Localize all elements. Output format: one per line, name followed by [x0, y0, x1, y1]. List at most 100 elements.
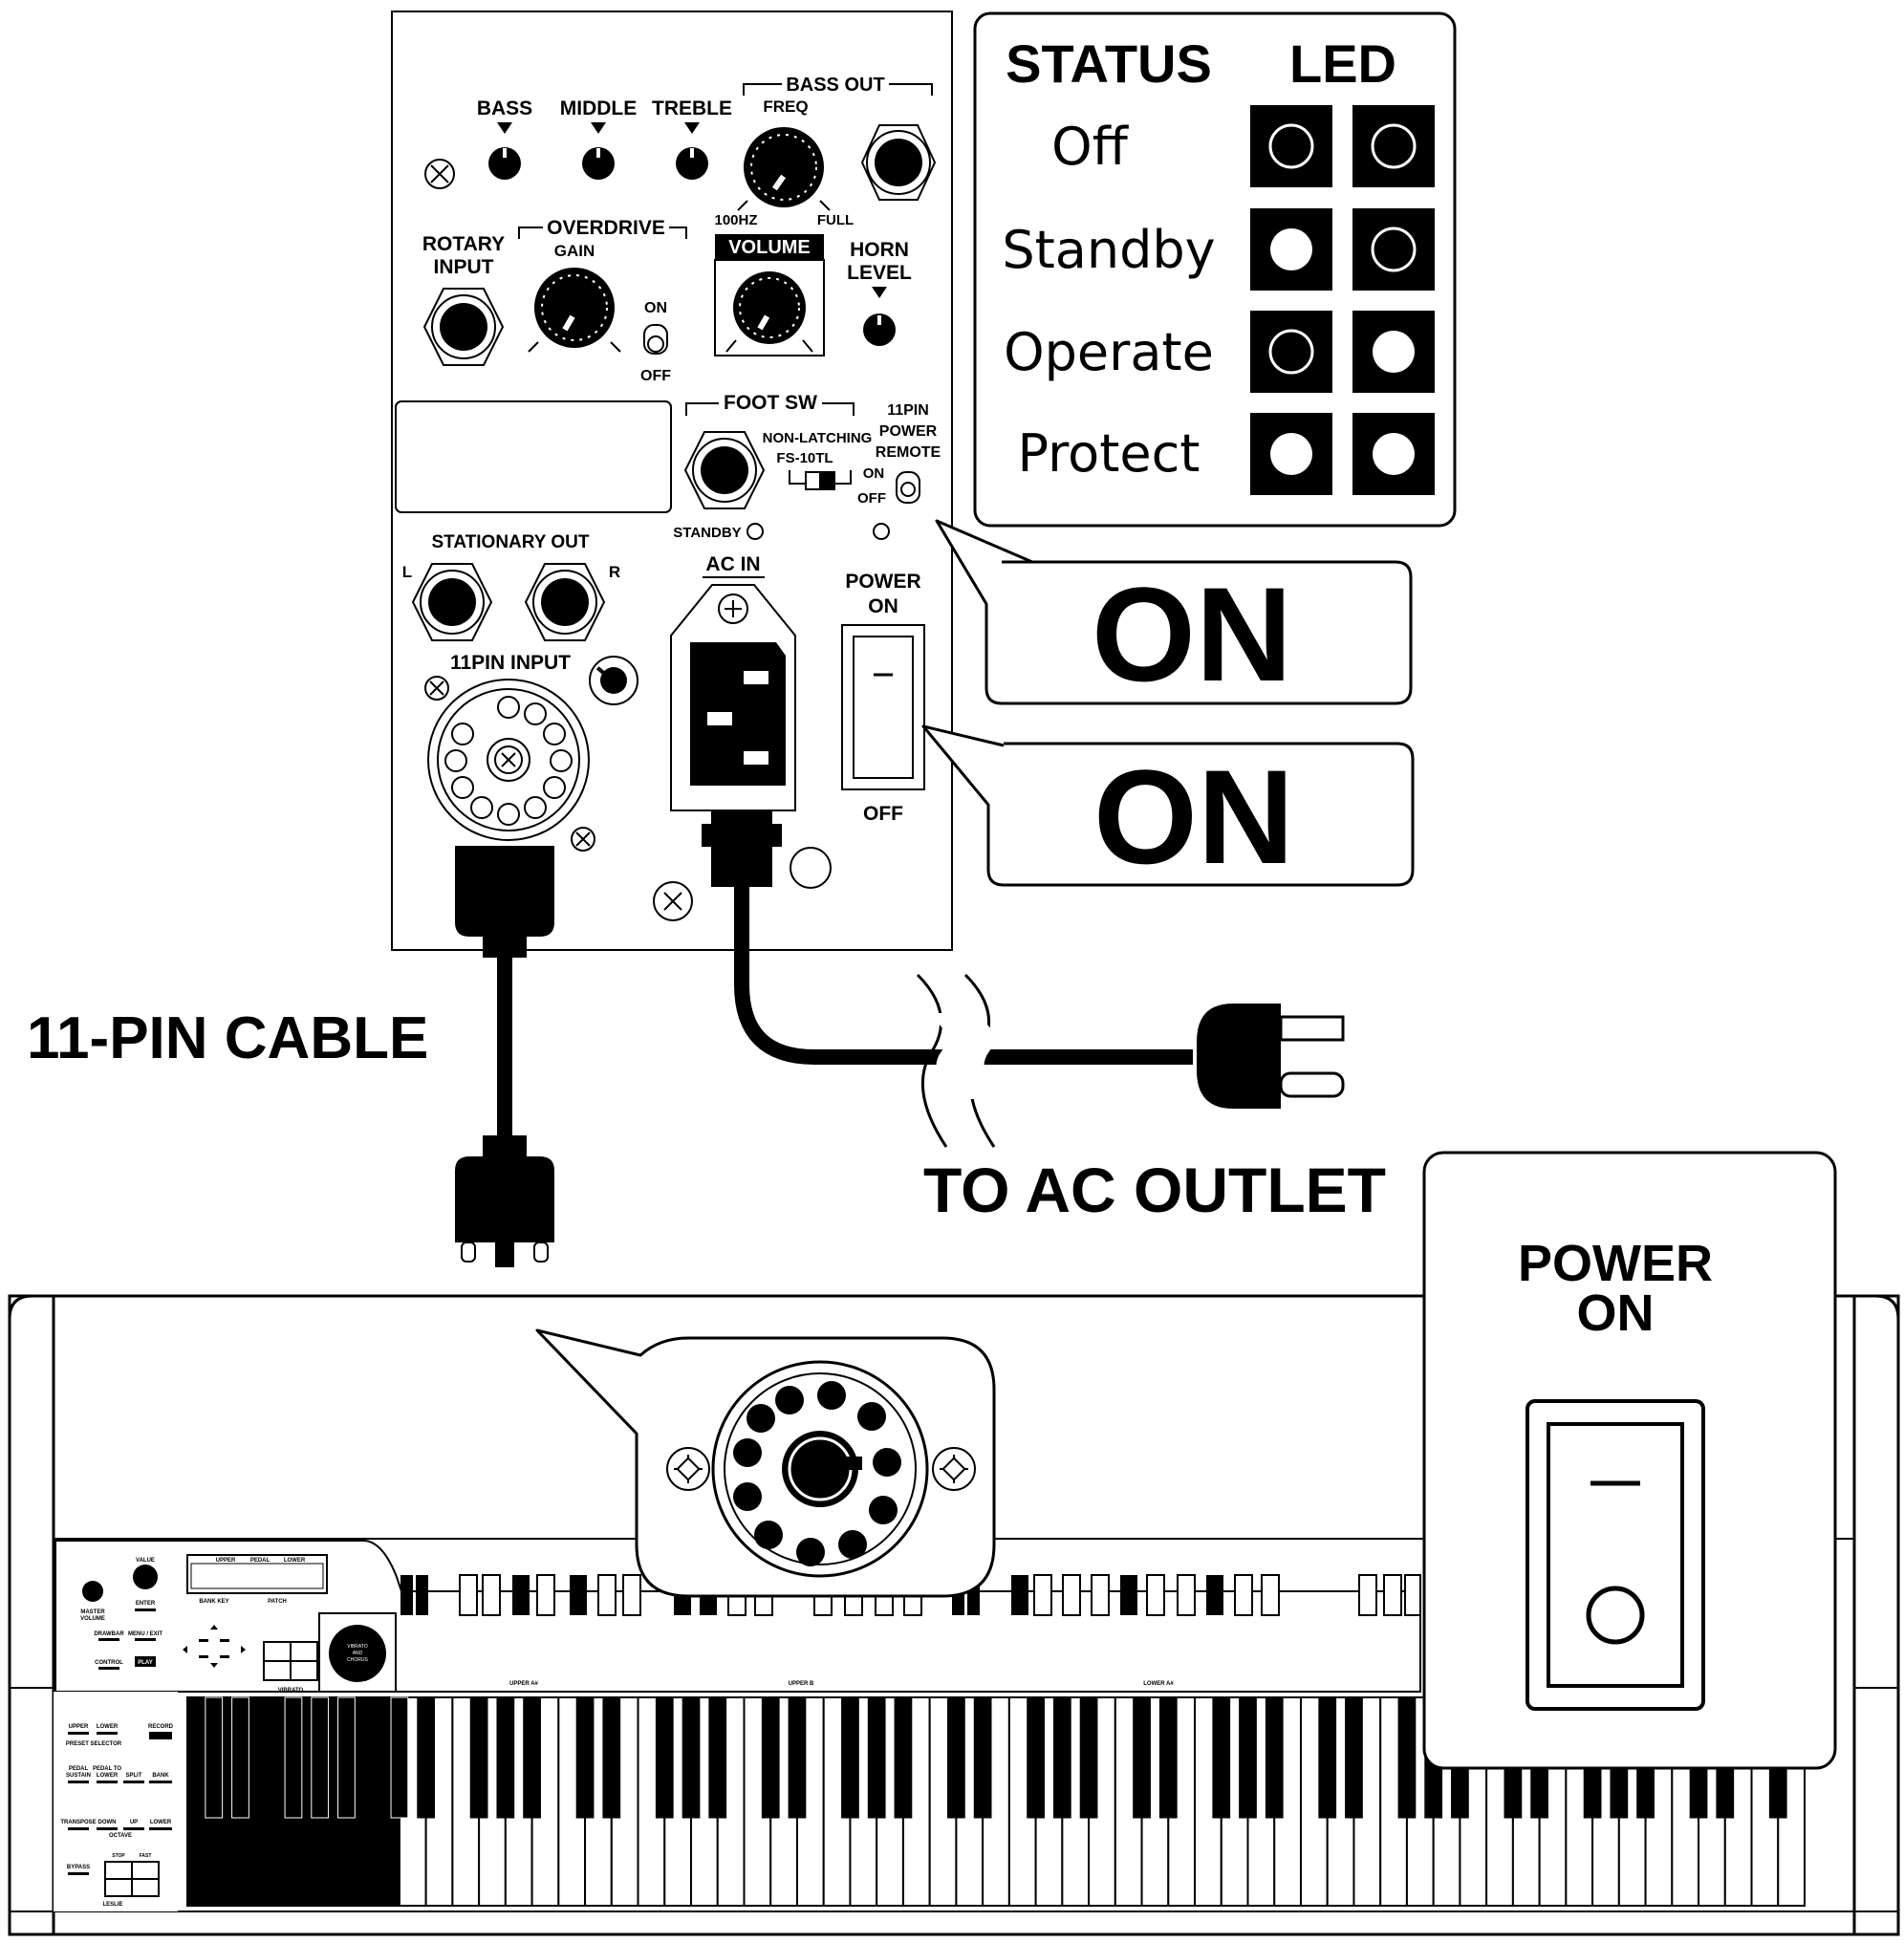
horn-level-knob[interactable]	[863, 313, 896, 346]
black-key[interactable]	[708, 1696, 727, 1819]
middle-label: MIDDLE	[560, 97, 638, 119]
black-key[interactable]	[867, 1696, 886, 1819]
led-header: LED	[1289, 33, 1396, 94]
status-led-table: STATUS LED Off Standby Operate Protect	[973, 11, 1457, 528]
black-key[interactable]	[1158, 1696, 1178, 1819]
black-key[interactable]	[231, 1696, 249, 1819]
black-key[interactable]	[1265, 1696, 1284, 1819]
svg-text:DRAWBAR: DRAWBAR	[94, 1631, 124, 1637]
ac-power-cord	[702, 810, 1345, 1148]
svg-text:LOWER: LOWER	[97, 1724, 119, 1730]
ac-outlet-label: TO AC OUTLET	[923, 1155, 1386, 1225]
bass-out-jack[interactable]	[860, 124, 937, 201]
stationary-out-left-label: L	[402, 563, 412, 581]
black-key[interactable]	[1027, 1696, 1045, 1819]
screw-icon	[653, 881, 693, 921]
svg-text:BANK: BANK	[152, 1773, 169, 1779]
black-key[interactable]	[682, 1696, 701, 1819]
pin11-input-socket[interactable]	[427, 679, 590, 841]
svg-text:PLAY: PLAY	[138, 1660, 152, 1666]
black-key[interactable]	[1079, 1696, 1098, 1819]
status-label-standby: Standby	[1002, 220, 1215, 280]
black-key[interactable]	[1212, 1696, 1231, 1819]
black-key[interactable]	[523, 1696, 541, 1819]
keyboard-power-label-line2: ON	[1577, 1285, 1655, 1342]
black-key[interactable]	[469, 1696, 488, 1819]
pin11-cable-label: 11-PIN CABLE	[27, 1005, 428, 1071]
screw-icon	[932, 1447, 976, 1491]
stationary-out-right-jack[interactable]	[524, 563, 606, 641]
led-operate-2	[1352, 311, 1435, 393]
foot-sw-jack[interactable]	[683, 431, 766, 509]
black-key[interactable]	[1052, 1696, 1071, 1819]
svg-text:MASTER: MASTER	[80, 1609, 105, 1615]
black-key[interactable]	[655, 1696, 674, 1819]
stationary-out-left-jack[interactable]	[411, 563, 493, 641]
power-switch[interactable]	[841, 624, 925, 790]
power-on-label-line1: POWER	[845, 571, 920, 593]
rotary-input-label-line1: ROTARY	[422, 233, 505, 255]
svg-text:CONTROL: CONTROL	[95, 1660, 123, 1666]
foot-sw-type-switch[interactable]	[805, 471, 835, 490]
treble-knob[interactable]	[676, 147, 708, 180]
drawbar-set	[400, 1574, 1421, 1616]
black-key[interactable]	[602, 1696, 621, 1819]
middle-knob[interactable]	[582, 147, 615, 180]
bass-knob[interactable]	[488, 147, 521, 180]
black-key[interactable]	[496, 1696, 515, 1819]
black-key[interactable]	[311, 1696, 330, 1819]
svg-text:PEDAL: PEDAL	[69, 1766, 89, 1772]
keyboard-power-switch[interactable]	[1525, 1399, 1705, 1711]
ac-in-socket[interactable]	[670, 584, 796, 811]
black-key[interactable]	[1397, 1696, 1417, 1819]
black-key[interactable]	[1239, 1696, 1257, 1819]
black-key[interactable]	[1345, 1696, 1363, 1819]
keyboard-keys	[186, 1696, 1807, 1907]
black-key[interactable]	[973, 1696, 992, 1819]
black-key[interactable]	[947, 1696, 965, 1819]
black-key[interactable]	[337, 1696, 356, 1819]
ac-in-label: AC IN	[705, 553, 760, 575]
black-key[interactable]	[1318, 1696, 1337, 1819]
black-key[interactable]	[788, 1696, 807, 1819]
black-key[interactable]	[841, 1696, 859, 1819]
screw-icon	[666, 1447, 710, 1491]
svg-text:VOLUME: VOLUME	[80, 1616, 105, 1622]
led-standby-1	[1250, 208, 1332, 291]
horn-level-label-line2: LEVEL	[847, 262, 912, 284]
gain-knob[interactable]	[534, 268, 615, 348]
black-key[interactable]	[1133, 1696, 1151, 1819]
stationary-out-label: STATIONARY OUT	[431, 532, 589, 552]
black-key[interactable]	[205, 1696, 224, 1819]
black-key[interactable]	[284, 1696, 303, 1819]
overdrive-toggle[interactable]	[643, 324, 668, 355]
led-operate-1	[1250, 311, 1332, 393]
keyboard-pin11-callout	[535, 1328, 996, 1598]
volume-knob[interactable]	[733, 271, 806, 344]
status-header: STATUS	[1006, 33, 1212, 94]
svg-text:LOWER: LOWER	[97, 1773, 119, 1779]
rotary-input-jack[interactable]	[422, 288, 505, 366]
vibrato-chorus-knob[interactable]: VIBRATO AND CHORUS	[318, 1612, 397, 1693]
freq-label: FREQ	[763, 97, 808, 116]
value-dial[interactable]	[133, 1565, 158, 1589]
svg-text:LESLIE: LESLIE	[102, 1902, 122, 1908]
operate-led	[873, 523, 890, 540]
black-key[interactable]	[761, 1696, 780, 1819]
standby-label: STANDBY	[673, 525, 741, 541]
master-volume-knob[interactable]	[82, 1581, 103, 1602]
svg-text:STOP: STOP	[112, 1853, 125, 1859]
freq-knob[interactable]	[744, 127, 824, 207]
svg-text:CHORUS: CHORUS	[347, 1657, 368, 1663]
black-key[interactable]	[575, 1696, 595, 1819]
led-protect-1	[1250, 413, 1332, 495]
black-key[interactable]	[894, 1696, 913, 1819]
black-key[interactable]	[390, 1696, 409, 1819]
black-key[interactable]	[417, 1696, 436, 1819]
bass-out-label: BASS OUT	[786, 75, 884, 96]
svg-text:ENTER: ENTER	[136, 1601, 156, 1607]
power-remote-on-label: ON	[863, 465, 885, 482]
power-remote-toggle[interactable]	[896, 471, 920, 504]
svg-text:PATCH: PATCH	[268, 1599, 287, 1605]
